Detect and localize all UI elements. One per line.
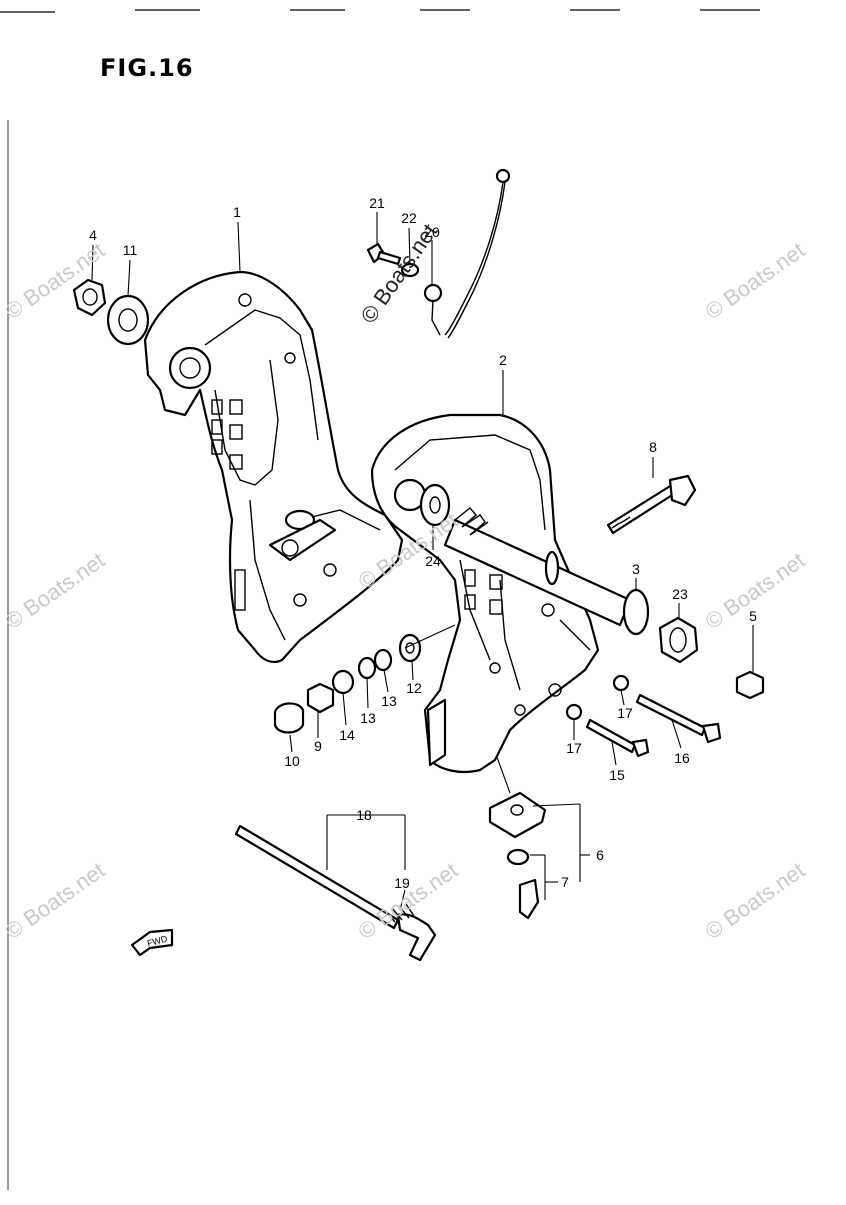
- callout-1: 1: [233, 204, 241, 220]
- watermark-5: © Boats.net: [1, 857, 110, 944]
- washer-11: [106, 294, 150, 346]
- watermark-3: © Boats.net: [1, 547, 110, 634]
- callout-numbers: 1 2 3 4 5 6 7 8 9 10 11 12 13 13 14 15 1…: [89, 195, 757, 891]
- tilt-rod-18: [234, 824, 437, 962]
- washer-17-b: [565, 703, 583, 721]
- top-border-marks: [0, 9, 760, 13]
- callout-9: 9: [314, 738, 322, 754]
- callout-22: 22: [401, 210, 417, 226]
- washer-24: [419, 483, 451, 527]
- callout-18: 18: [356, 807, 372, 823]
- screw-7: [506, 848, 540, 920]
- nut-4: [72, 278, 107, 317]
- callout-14: 14: [339, 727, 355, 743]
- callout-13-a: 13: [381, 693, 397, 709]
- callout-17-a: 17: [617, 705, 633, 721]
- bolt-16: [635, 693, 722, 744]
- nut-23: [658, 616, 699, 664]
- callout-15: 15: [609, 767, 625, 783]
- clamp-bracket-left: [143, 270, 404, 664]
- callout-20: 20: [424, 224, 440, 240]
- screw-21: [366, 242, 402, 266]
- callout-19: 19: [394, 875, 410, 891]
- washer-12: [398, 633, 422, 663]
- callout-13-b: 13: [360, 710, 376, 726]
- callout-3: 3: [632, 561, 640, 577]
- callout-21: 21: [369, 195, 385, 211]
- callout-11: 11: [123, 242, 138, 258]
- callout-6: 6: [596, 847, 604, 863]
- figure-title: FIG.16: [100, 54, 194, 82]
- callout-5: 5: [749, 608, 757, 624]
- spring-19: [384, 903, 415, 923]
- callout-17-b: 17: [566, 740, 582, 756]
- callout-2: 2: [499, 352, 507, 368]
- nut-9: [306, 682, 335, 714]
- callout-12: 12: [406, 680, 422, 696]
- washer-13-a: [373, 648, 393, 672]
- callout-23: 23: [672, 586, 688, 602]
- callout-4: 4: [89, 227, 97, 243]
- washer-13-b: [357, 656, 377, 680]
- tilt-tube: [443, 507, 650, 636]
- ground-wire-20: [423, 168, 511, 339]
- leader-lines: [91, 212, 754, 911]
- cap-10: [273, 702, 305, 734]
- bolt-8: [606, 474, 697, 535]
- callout-16: 16: [674, 750, 690, 766]
- watermark-main: © Boats.net: [356, 219, 443, 328]
- bushing-14: [331, 669, 355, 695]
- bolt-15: [585, 718, 650, 758]
- callout-24: 24: [425, 553, 441, 569]
- callout-7: 7: [561, 874, 569, 890]
- callout-8: 8: [649, 439, 657, 455]
- nut-5: [735, 670, 765, 700]
- callout-10: 10: [284, 753, 300, 769]
- washer-17-a: [612, 674, 630, 692]
- forward-direction-arrow: FWD: [130, 928, 174, 957]
- watermark-6: © Boats.net: [701, 857, 810, 944]
- thrust-plate-6: [488, 791, 547, 839]
- watermark-2: © Boats.net: [701, 237, 810, 324]
